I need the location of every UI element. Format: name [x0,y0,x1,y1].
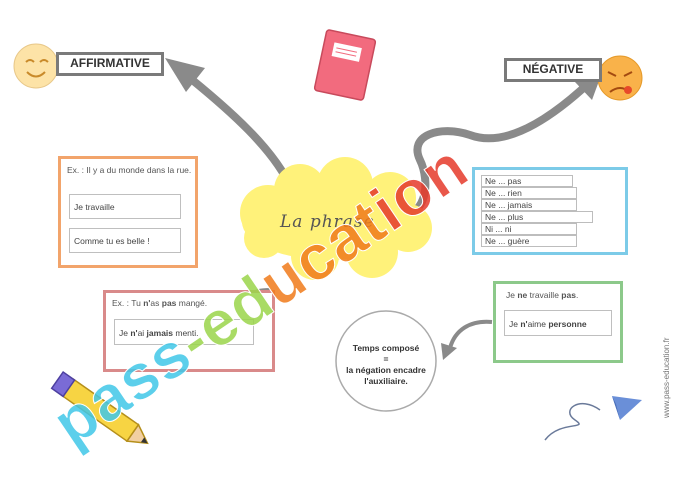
affirmative-item-2: Comme tu es belle ! [69,228,181,253]
negation-item: Ne ... plus [481,211,593,223]
arrow-to-negative [384,79,593,221]
circle-line-3: la négation encadre [346,365,426,375]
arrow-head-circle [441,343,457,360]
ex-mid: as [150,298,162,308]
circle-line-2: = [383,354,389,364]
negation-item: Ne ... pas [481,175,573,187]
g2-personne: personne [548,319,587,329]
negation-list-card: Ne ... pas Ne ... rien Ne ... jamais Ne … [472,167,628,255]
affirmative-item-1: Je travaille [69,194,181,219]
negation-item: Ne ... rien [481,187,577,199]
label-negative: NÉGATIVE [504,58,602,82]
notebook-icon [313,29,377,101]
center-title: La phrase [280,212,375,232]
ex-pas: pas [161,298,177,308]
negative-example-item: Je n'ai jamais menti. [114,319,254,345]
green-line-2: Je n'aime personne [504,310,612,336]
g2-mid: aime [527,319,549,329]
label-affirmative: AFFIRMATIVE [56,52,164,76]
side-url: www.pass-education.fr [662,337,671,418]
paper-plane-icon [544,396,642,441]
ex-end: mangé. [176,298,208,308]
arrow-to-circle [448,319,493,349]
g1-end: . [575,290,579,300]
g1-ne: ne [517,290,528,300]
circle-line-4: l'auxiliaire. [364,376,408,386]
smiley-happy-icon [13,43,59,89]
smiley-angry-icon [597,55,643,101]
affirmative-example: Ex. : Il y a du monde dans la rue. [67,165,192,175]
green-line-1: Je ne travaille pas. [506,290,616,301]
g1-pas: pas [561,290,576,300]
g2-prefix: Je [509,319,521,329]
negative-example-card: Ex. : Tu n'as pas mangé. Je n'ai jamais … [103,290,275,372]
negative-example-sentence: Ex. : Tu n'as pas mangé. [112,298,272,309]
center-cloud [240,157,432,280]
negation-item: Ne ... jamais [481,199,577,211]
g2-n: n' [520,319,528,329]
item-end: menti. [173,328,199,338]
item-jamais: jamais [146,328,174,338]
g1-prefix: Je [506,290,518,300]
pencil-icon [50,370,149,445]
g1-mid: travaille [527,290,562,300]
affirmative-card: Ex. : Il y a du monde dans la rue. Je tr… [58,156,198,268]
circle-line-1: Temps composé [352,343,420,353]
item-mid: ai [137,328,147,338]
negation-item: Ne ... guère [481,235,577,247]
item-n: n' [130,328,138,338]
negation-item: Ni ... ni [481,223,577,235]
ex-prefix: Ex. : Tu [112,298,144,308]
rule-circle-text: Temps composé = la négation encadre l'au… [336,343,436,387]
ex-n: n' [143,298,151,308]
arrow-head-affirmative [165,58,205,92]
green-card: Je ne travaille pas. Je n'aime personne [493,281,623,363]
item-prefix: Je [119,328,131,338]
rule-circle [335,310,437,412]
